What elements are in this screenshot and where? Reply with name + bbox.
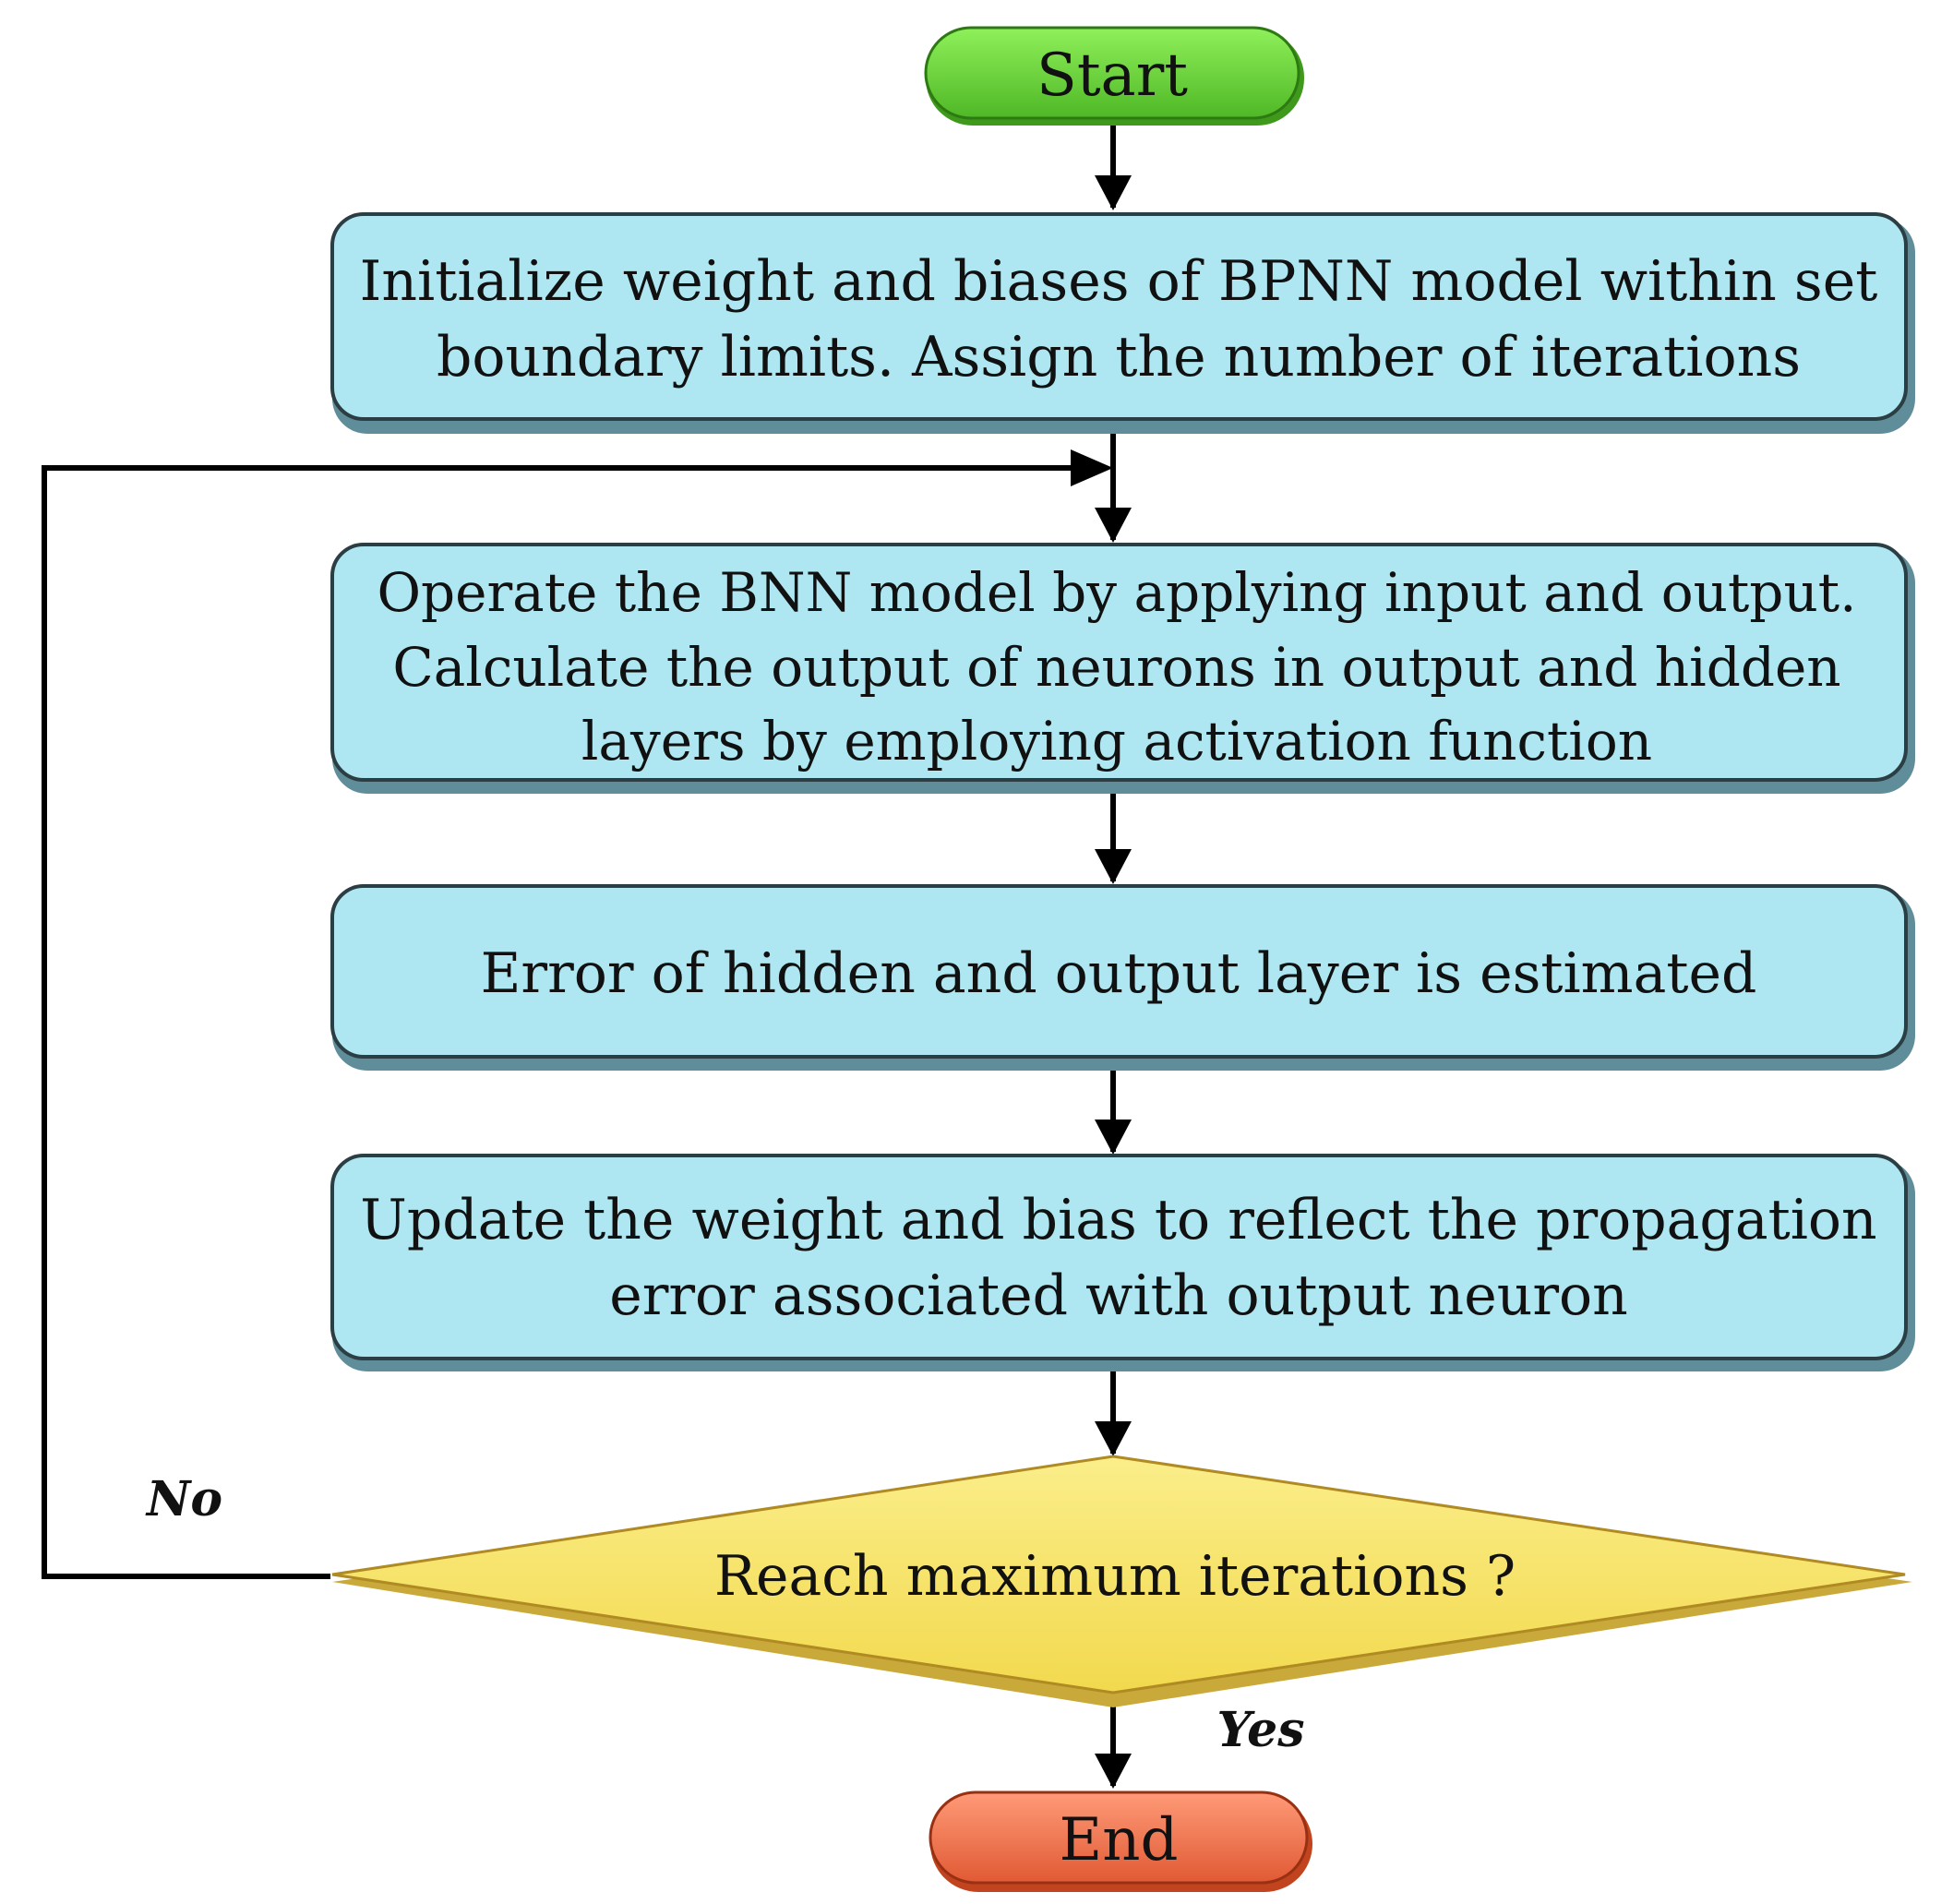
end-node-body [929,1790,1309,1885]
end-node: End [929,1790,1312,1892]
init-node: Initialize weight and biases of BPNN mod… [330,212,1915,434]
decision-label: Reach maximum iterations ? [714,1544,1516,1609]
error-node: Error of hidden and output layer is esti… [330,884,1915,1071]
update-line-1: Update the weight and bias to reflect th… [360,1188,1876,1252]
start-node: Start [924,26,1304,126]
update-line-2: error associated with output neuron [609,1263,1628,1328]
decision-node: Reach maximum iterations ? [331,1455,1912,1707]
end-label: End [1060,1806,1179,1874]
init-line-2: boundary limits. Assign the number of it… [437,325,1801,389]
start-label: Start [1036,42,1188,110]
update-node: Update the weight and bias to reflect th… [330,1154,1915,1371]
error-node-body [330,884,1908,1059]
operate-line-2: Calculate the output of neurons in outpu… [392,636,1840,699]
arrow-error-to-update-head [1095,1120,1132,1155]
arrow-decision-to-end-head [1095,1754,1132,1789]
arrow-start-to-init-head [1095,175,1132,210]
operate-node: Operate the BNN model by applying input … [330,543,1915,794]
decision-node-body [331,1455,1906,1694]
arrow-operate-to-error-head [1095,849,1132,884]
init-line-1: Initialize weight and biases of BPNN mod… [360,249,1878,314]
init-node-body [330,212,1908,421]
operate-line-1: Operate the BNN model by applying input … [377,561,1856,624]
start-node-body [924,26,1300,120]
update-node-body [330,1154,1908,1360]
arrow-init-to-operate-head [1095,508,1132,543]
operate-node-body [330,543,1908,782]
loop-no-path [42,465,1080,1579]
edge-label-yes: Yes [1217,1702,1305,1758]
connectors [42,125,1132,1789]
edge-label-no: No [145,1471,222,1527]
operate-line-3: layers by employing activation function [581,710,1652,772]
loop-no-arrowhead [1071,449,1113,486]
arrow-update-to-decision-head [1095,1421,1132,1456]
error-line-1: Error of hidden and output layer is esti… [481,941,1757,1006]
